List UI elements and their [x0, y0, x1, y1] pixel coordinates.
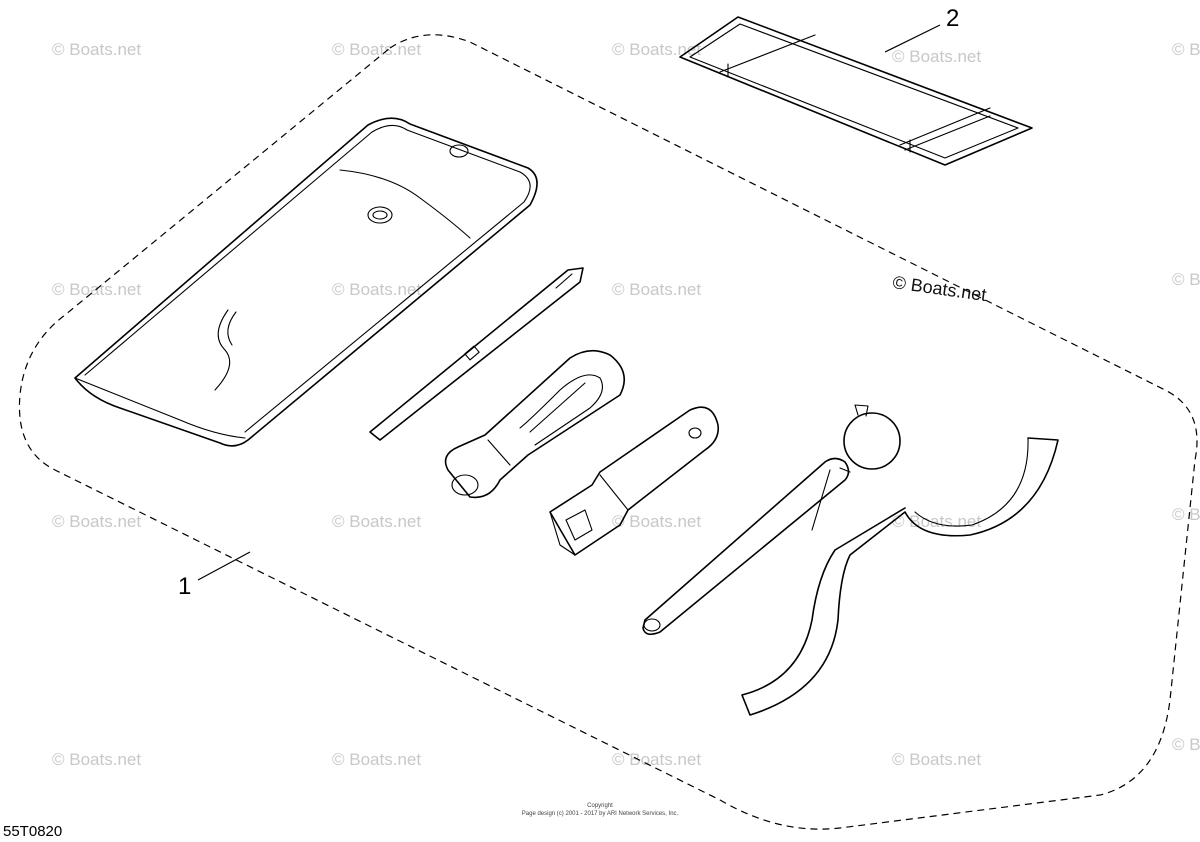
- socket-wrench-slotted: [444, 349, 626, 499]
- watermark: © Boats.net: [332, 750, 421, 769]
- prominent-watermark: © Boats.net: [891, 272, 987, 305]
- watermark: © Boats.net: [892, 512, 981, 531]
- copyright-line: Page design (c) 2001 - 2017 by ARI Netwo…: [522, 811, 679, 817]
- hook-spanner-wrench: [741, 437, 1059, 716]
- watermark: © Boats.net: [1172, 735, 1200, 754]
- watermark: © Boats.net: [612, 512, 701, 531]
- callout-2: 2: [946, 5, 959, 32]
- watermark: © Boats.net: [892, 750, 981, 769]
- leader-line-2: [884, 24, 941, 53]
- watermark: © Boats.net: [332, 40, 421, 59]
- watermark: © Boats.net: [332, 280, 421, 299]
- watermark: © Boats.net: [892, 47, 981, 66]
- watermark: © Boats.net: [52, 512, 141, 531]
- callout-1: 1: [178, 573, 191, 600]
- screwdriver: [369, 267, 584, 441]
- watermark: © Boats.net: [1172, 270, 1200, 289]
- watermark: © Boats.net: [52, 40, 141, 59]
- figure-code: 55T0820: [3, 823, 62, 840]
- watermark: © Boats.net: [1172, 40, 1200, 59]
- hex-box-wrench: [549, 406, 720, 556]
- instruction-card: [679, 16, 1033, 166]
- watermark-grid: © Boats.net © Boats.net © Boats.net © Bo…: [52, 40, 1200, 769]
- watermark: © Boats.net: [612, 280, 701, 299]
- watermark: © Boats.net: [332, 512, 421, 531]
- leader-line-1: [197, 551, 251, 581]
- copyright-heading: Copyright: [587, 803, 613, 809]
- tool-pouch: [74, 117, 538, 447]
- watermark: © Boats.net: [612, 40, 701, 59]
- watermark: © Boats.net: [612, 750, 701, 769]
- tool-bag-outline: [18, 34, 1198, 830]
- watermark: © Boats.net: [1172, 505, 1200, 524]
- extension-bar: [642, 404, 901, 636]
- watermark: © Boats.net: [52, 750, 141, 769]
